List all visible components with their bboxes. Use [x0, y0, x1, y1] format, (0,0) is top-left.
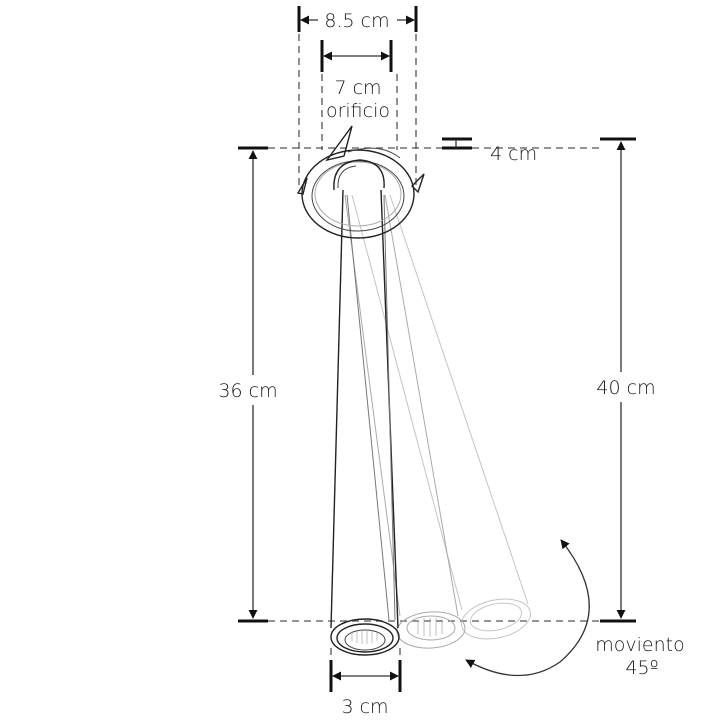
- tube-diameter-label: 3 cm: [341, 696, 388, 718]
- outer-width-dimension: 8.5 cm: [297, 6, 418, 190]
- total-length-dimension: 40 cm: [596, 137, 656, 623]
- hole-width-dimension: 7 cm orificio: [320, 40, 398, 150]
- main-tube-end: [330, 618, 400, 656]
- flange-height-label: 4 cm: [490, 143, 537, 165]
- flange-height-dimension: 4 cm: [442, 137, 537, 165]
- movement-arc: moviento 45º: [465, 539, 685, 679]
- movement-angle: 45º: [625, 657, 658, 679]
- ghost-tube-mid: [344, 194, 466, 649]
- tube-diameter-dimension: 3 cm: [329, 648, 402, 718]
- ghost-tube-far: [351, 194, 531, 640]
- ceiling-flange: [296, 125, 425, 239]
- main-tube: [330, 189, 399, 629]
- hole-width-label: 7 cm: [334, 77, 381, 99]
- movement-label: moviento: [595, 634, 684, 656]
- total-length-label: 40 cm: [596, 377, 655, 399]
- body-length-label: 36 cm: [218, 380, 277, 402]
- outer-width-label: 8.5 cm: [324, 10, 389, 32]
- hole-label: orificio: [326, 100, 390, 122]
- body-length-dimension: 36 cm: [218, 146, 278, 623]
